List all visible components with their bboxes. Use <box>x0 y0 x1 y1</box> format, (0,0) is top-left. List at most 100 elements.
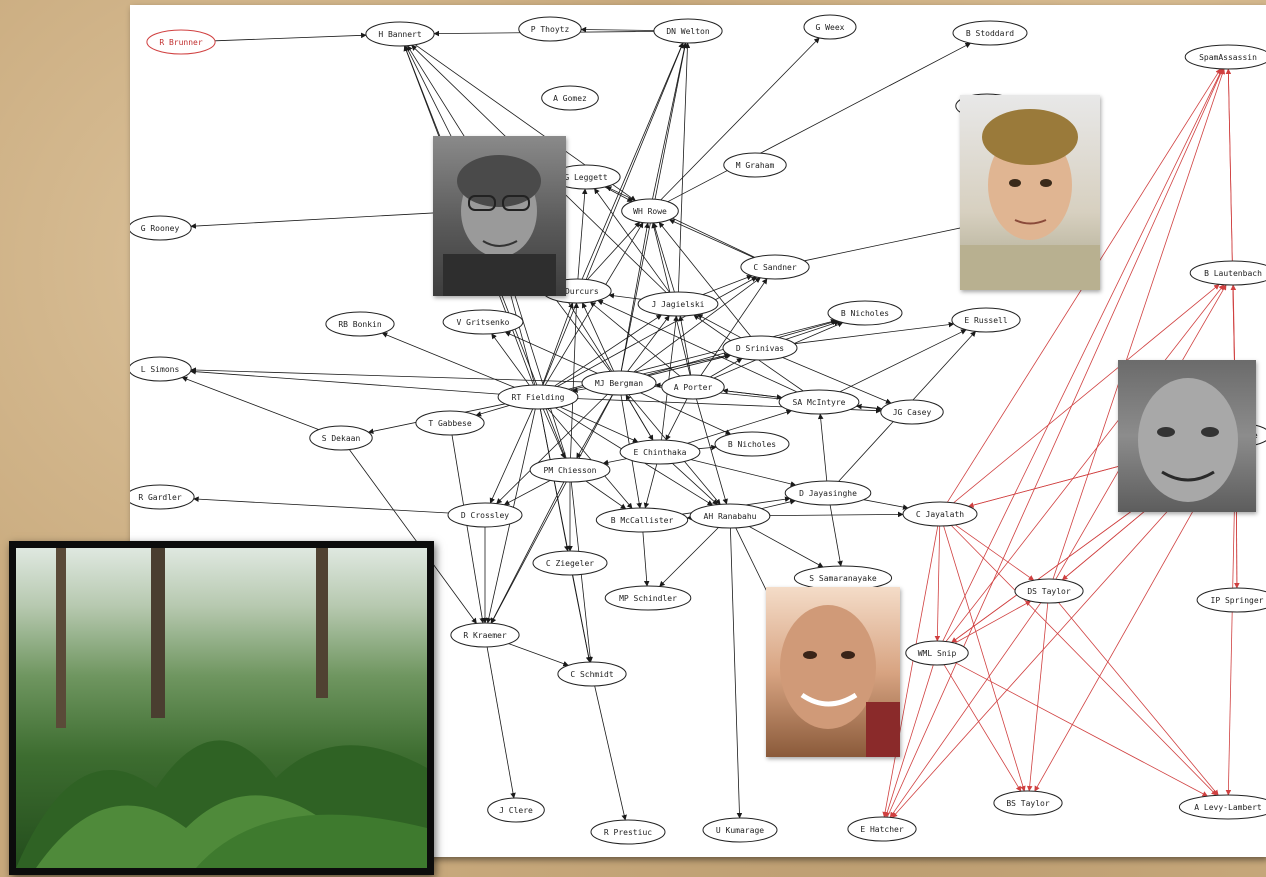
black-edge-fielding-to-crossley <box>489 408 534 504</box>
black-edge-durcurs-to-rowe <box>587 221 641 280</box>
graph-node-bergman: MJ Bergman <box>581 370 657 396</box>
graph-node-ranabahu: AH Ranabahu <box>689 503 771 529</box>
red-edge-jayalath-to-lautenbach <box>953 284 1220 504</box>
node-ellipse <box>309 425 373 451</box>
graph-node-lautenbach: B Lautenbach <box>1189 260 1266 286</box>
node-label: D Jayasinghe <box>799 489 857 498</box>
node-label: RB Bonkin <box>338 320 382 329</box>
graph-node-bstaylor: BS Taylor <box>993 790 1063 816</box>
fern-forest-photo-frame <box>9 541 434 875</box>
node-ellipse <box>557 661 627 687</box>
node-label: BS Taylor <box>1006 799 1050 808</box>
node-label: B Lautenbach <box>1204 269 1262 278</box>
red-edge-jayalath-to-dstaylor <box>955 524 1035 581</box>
graph-node-graham: M Graham <box>723 152 787 178</box>
black-edge-bergman-to-crossley <box>496 394 608 504</box>
black-edge-bergman-to-nicholes-b2 <box>640 392 732 435</box>
node-ellipse <box>619 439 701 465</box>
graph-node-srinivas: D Srinivas <box>722 335 798 361</box>
black-edge-chinthaka-to-ranabahu <box>672 463 718 505</box>
black-edge-kraemer-to-clere <box>486 646 516 799</box>
black-edge-durcurs-to-welton <box>581 42 684 280</box>
node-label: R Brunner <box>159 38 203 47</box>
black-edge-srinivas-to-nicholes-b <box>785 320 840 340</box>
node-ellipse <box>661 374 725 400</box>
portrait-photo-glasses-man <box>433 136 566 296</box>
node-label: G Leggett <box>564 173 608 182</box>
black-edge-mcintyre-to-durcurs <box>597 300 798 393</box>
node-label: B Stoddard <box>966 29 1014 38</box>
graph-node-wmlsnip: WML Snip <box>905 640 969 666</box>
node-ellipse <box>146 29 216 55</box>
graph-node-welton: DN Welton <box>653 18 723 44</box>
black-edge-ranabahu-to-jayasinghe <box>761 499 796 509</box>
node-ellipse <box>130 356 192 382</box>
portrait-photo-blond-man <box>960 95 1100 290</box>
black-edge-chiesson-to-crossley <box>503 480 551 506</box>
black-edge-fielding-to-simons <box>190 368 500 395</box>
graph-node-mccallister: B McCallister <box>595 507 689 533</box>
graph-node-gabbese: T Gabbese <box>415 410 485 436</box>
portrait-photo-bald-man <box>1118 360 1256 512</box>
node-label: S Samaranayake <box>809 574 877 583</box>
black-edge-schmidt-to-prestiuc <box>594 685 627 821</box>
black-edge-bergman-to-durcurs <box>581 302 614 372</box>
graph-node-schindler: MP Schindler <box>604 585 692 611</box>
node-ellipse <box>702 817 778 843</box>
graph-node-weex: G Weex <box>803 14 857 40</box>
node-label: AH Ranabahu <box>704 512 757 521</box>
node-label: WML Snip <box>918 649 957 658</box>
black-edge-welton-to-thoytz <box>580 26 654 33</box>
black-edge-porter-to-jagielski <box>678 315 692 376</box>
node-ellipse <box>365 21 435 47</box>
black-edge-bergman-to-sandner <box>633 277 761 373</box>
node-label: G Durcurs <box>555 287 599 296</box>
node-label: R Kraemer <box>463 631 507 640</box>
node-label: E Chinthaka <box>634 448 687 457</box>
node-ellipse <box>529 457 611 483</box>
red-edge-jayalath-to-levylambert <box>950 525 1217 796</box>
graph-node-chinthaka: E Chinthaka <box>619 439 701 465</box>
black-edge-jagielski-to-durcurs <box>608 292 642 300</box>
black-edge-chiesson-to-kraemer <box>490 481 565 624</box>
black-edge-jagielski-to-leggett <box>594 188 670 293</box>
red-edge-wmlsnip-to-spamassassin <box>942 68 1223 642</box>
node-ellipse <box>450 622 520 648</box>
black-edge-bergman-to-simons <box>190 367 583 383</box>
red-edge-wmlsnip-to-dstaylor <box>954 600 1032 644</box>
node-ellipse <box>880 399 944 425</box>
node-ellipse <box>653 18 723 44</box>
graph-node-nicholes-b2: B Nicholes <box>714 431 790 457</box>
node-label: D Crossley <box>461 511 509 520</box>
black-edge-kraemer-to-schmidt <box>508 643 569 667</box>
node-label: J Jagielski <box>652 300 705 309</box>
black-edge-rowe-to-stoddard <box>667 42 971 203</box>
graph-node-bannert: H Bannert <box>365 21 435 47</box>
node-ellipse <box>130 484 195 510</box>
graph-node-dstaylor: DS Taylor <box>1014 578 1084 604</box>
red-edge-dstaylor-to-levylambert <box>1058 602 1219 796</box>
graph-node-rooney: G Rooney <box>130 215 192 241</box>
graph-node-gomez: A Gomez <box>541 85 599 111</box>
graph-node-dekaan: S Dekaan <box>309 425 373 451</box>
node-label: T Gabbese <box>428 419 472 428</box>
black-edge-ranabahu-to-jayalath <box>769 511 904 518</box>
graph-node-gardler: R Gardler <box>130 484 195 510</box>
black-edge-dekaan-to-kraemer <box>349 449 477 624</box>
node-label: M Graham <box>736 161 775 170</box>
node-label: C Jayalath <box>916 510 964 519</box>
node-ellipse <box>689 503 771 529</box>
node-ellipse <box>1196 587 1266 613</box>
node-label: U Kumarage <box>716 826 764 835</box>
graph-node-prestiuc: R Prestiuc <box>590 819 666 845</box>
red-edge-jayalath-to-hatcher <box>882 525 939 818</box>
black-edge-bergman-to-chinthaka <box>625 394 654 441</box>
node-ellipse <box>905 640 969 666</box>
graph-node-jayalath: C Jayalath <box>902 501 978 527</box>
black-edge-rowe-to-welton <box>652 42 688 200</box>
node-ellipse <box>722 335 798 361</box>
node-label: IP Springer <box>1211 596 1264 605</box>
node-label: WH Rowe <box>633 207 667 216</box>
node-ellipse <box>952 20 1028 46</box>
